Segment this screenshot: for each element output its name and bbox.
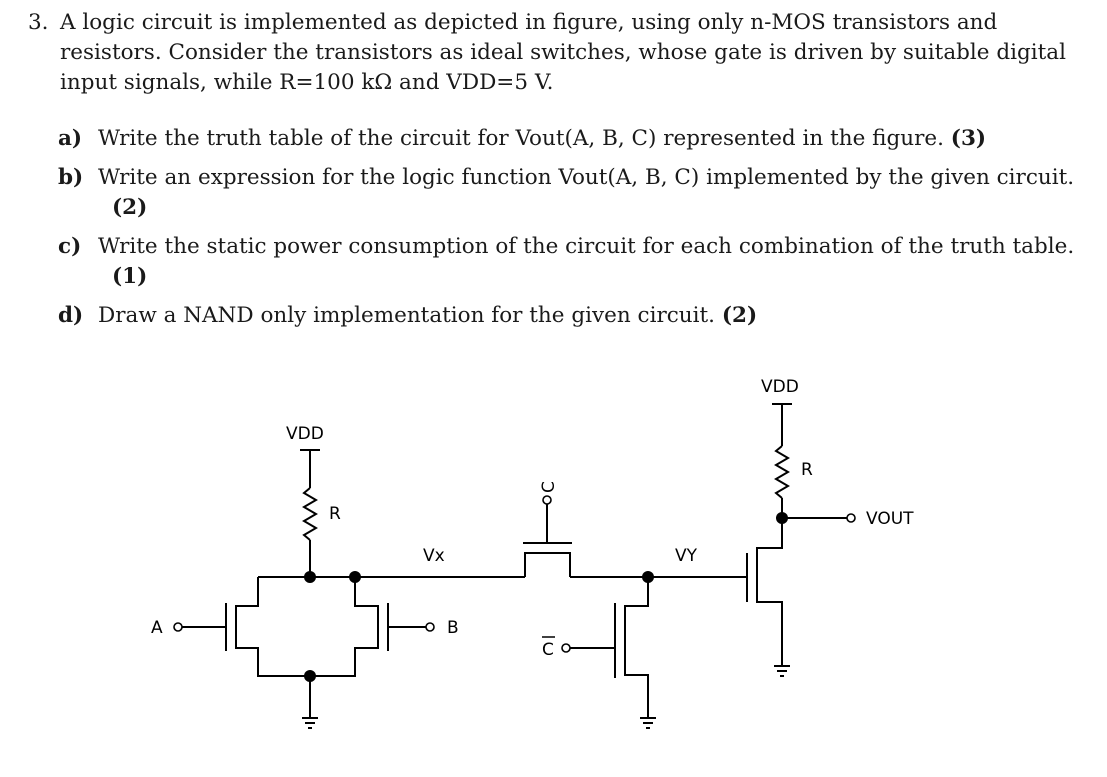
junction-dot xyxy=(776,512,788,524)
r-left-label: R xyxy=(329,504,341,524)
part-text: Write the truth table of the circuit for… xyxy=(98,126,944,151)
transistor-y xyxy=(746,518,783,666)
resistor-right-symbol xyxy=(774,445,790,499)
part-text: Draw a NAND only implementation for the … xyxy=(98,303,715,328)
part-points: (1) xyxy=(112,264,148,289)
part-c: c) Write the static power consumption of… xyxy=(58,232,1078,292)
terminal-c xyxy=(542,495,552,505)
part-a: a) Write the truth table of the circuit … xyxy=(58,124,1078,154)
input-c-bar-label: C xyxy=(542,640,554,660)
part-letter: d) xyxy=(58,303,84,328)
terminal-vout xyxy=(846,513,856,523)
part-text: Write the static power consumption of th… xyxy=(98,234,1075,259)
transistor-a xyxy=(178,577,310,677)
ground-middle-symbol xyxy=(640,717,656,729)
ground-left-symbol xyxy=(302,717,318,729)
junction-dot xyxy=(304,571,316,583)
part-letter: b) xyxy=(58,165,84,190)
part-points: (2) xyxy=(112,195,148,220)
vdd-right-symbol xyxy=(772,403,792,446)
resistor-left-symbol xyxy=(302,487,318,541)
vx-label: Vx xyxy=(423,546,445,566)
vout-label: VOUT xyxy=(866,509,914,529)
problem-text: A logic circuit is implemented as depict… xyxy=(60,10,1066,95)
transistor-c-bar xyxy=(570,577,649,718)
terminal-a xyxy=(173,622,183,632)
junction-dot xyxy=(349,571,361,583)
terminal-b xyxy=(425,622,435,632)
transistor-b xyxy=(310,577,426,677)
input-c-label: C xyxy=(539,481,559,493)
junction-dot xyxy=(304,670,316,682)
vy-label: VY xyxy=(675,546,698,566)
part-d: d) Draw a NAND only implementation for t… xyxy=(58,301,1078,331)
part-text: Write an expression for the logic functi… xyxy=(98,165,1075,190)
transistor-c xyxy=(523,504,572,577)
part-letter: a) xyxy=(58,126,83,151)
junction-dot xyxy=(642,571,654,583)
vdd-left-symbol xyxy=(300,449,320,488)
problem-statement: 3. A logic circuit is implemented as dep… xyxy=(28,8,1088,98)
part-b: b) Write an expression for the logic fun… xyxy=(58,163,1078,223)
r-right-label: R xyxy=(801,460,813,480)
input-a-label: A xyxy=(151,618,163,638)
vdd-left-label: VDD xyxy=(286,424,324,444)
terminal-c-bar xyxy=(561,643,571,653)
part-points: (3) xyxy=(950,126,987,151)
input-b-label: B xyxy=(447,618,459,638)
vdd-right-label: VDD xyxy=(761,377,799,397)
ground-right-symbol xyxy=(774,665,790,677)
question-parts: a) Write the truth table of the circuit … xyxy=(58,124,1078,340)
part-letter: c) xyxy=(58,234,82,259)
part-points: (2) xyxy=(721,303,758,328)
problem-number: 3. xyxy=(28,10,49,35)
